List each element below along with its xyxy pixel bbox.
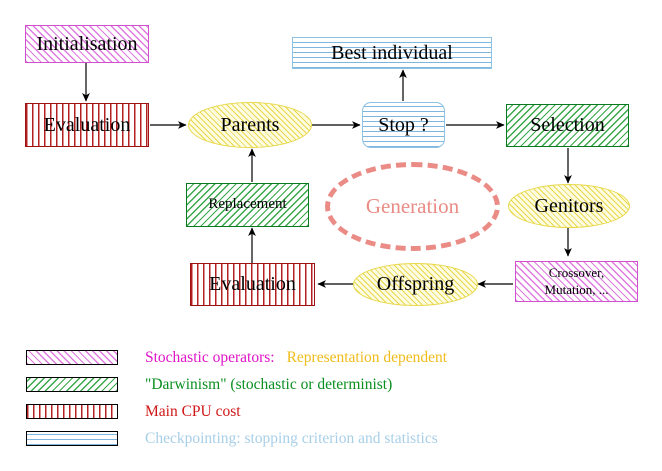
node-parents-label: Parents: [220, 113, 280, 136]
legend-row-checkpointing: Checkpointing: stopping criterion and st…: [26, 429, 438, 448]
legend-swatch-red-vertical-hatch: [26, 404, 118, 419]
node-genitors-label: Genitors: [534, 194, 604, 217]
legend-swatch-blue-horizontal-hatch: [26, 431, 118, 446]
node-replacement-label: Replacement: [208, 196, 287, 213]
legend: Stochastic operators: Representation dep…: [0, 336, 662, 456]
node-replacement[interactable]: Replacement: [186, 183, 309, 227]
node-initialisation[interactable]: Initialisation: [25, 25, 149, 63]
node-initialisation-label: Initialisation: [36, 32, 138, 55]
legend-label-representation-dependent: Representation dependent: [286, 348, 448, 366]
node-generation: Generation: [325, 162, 500, 251]
legend-row-stochastic-operators: Stochastic operators: Representation dep…: [26, 348, 447, 367]
node-evaluation-bottom[interactable]: Evaluation: [190, 263, 315, 306]
node-offspring-label: Offspring: [376, 273, 455, 295]
node-offspring[interactable]: Offspring: [353, 263, 478, 306]
node-selection[interactable]: Selection: [506, 104, 629, 147]
legend-swatch-magenta-diagonal-hatch: [26, 350, 118, 365]
node-best-individual-label: Best individual: [331, 41, 453, 64]
node-crossover-mutation-label: Crossover, Mutation, ...: [544, 265, 609, 297]
legend-row-darwinism: "Darwinism" (stochastic or determinist): [26, 375, 392, 394]
node-parents[interactable]: Parents: [188, 102, 312, 148]
legend-label-checkpointing: Checkpointing: stopping criterion and st…: [145, 429, 438, 447]
node-crossover-mutation[interactable]: Crossover, Mutation, ...: [515, 261, 638, 302]
legend-label-main-cpu-cost: Main CPU cost: [145, 402, 241, 420]
node-evaluation-bottom-label: Evaluation: [209, 273, 296, 295]
legend-label-stochastic-operators: Stochastic operators:: [145, 348, 275, 366]
legend-swatch-green-diagonal-hatch: [26, 377, 118, 392]
node-stop-label: Stop ?: [378, 113, 429, 136]
node-generation-label: Generation: [365, 194, 460, 219]
node-best-individual[interactable]: Best individual: [292, 37, 492, 69]
legend-label-darwinism: "Darwinism" (stochastic or determinist): [145, 375, 393, 393]
legend-row-main-cpu-cost: Main CPU cost: [26, 402, 241, 421]
node-stop[interactable]: Stop ?: [362, 102, 445, 148]
node-evaluation-top[interactable]: Evaluation: [25, 103, 149, 147]
node-genitors[interactable]: Genitors: [508, 184, 630, 228]
node-evaluation-top-label: Evaluation: [43, 113, 131, 136]
node-selection-label: Selection: [530, 114, 605, 136]
